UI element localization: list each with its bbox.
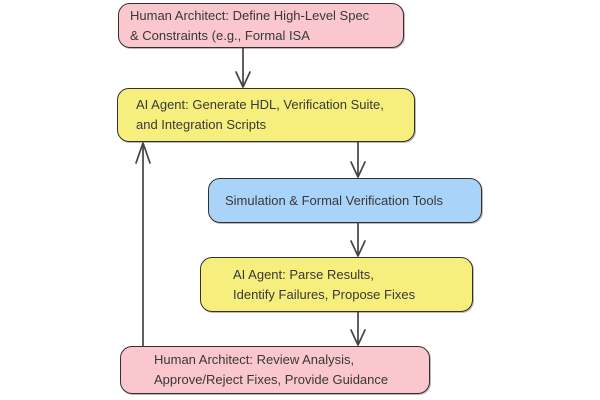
node-label-line: Human Architect: Define High-Level Spec [130, 7, 370, 23]
node-label-line: AI Agent: Parse Results, [233, 266, 374, 282]
arrow-spec-to-generate [235, 47, 251, 88]
node-generate-hdl: AI Agent: Generate HDL, Verification Sui… [117, 88, 415, 142]
node-label-line: Identify Failures, Propose Fixes [233, 286, 416, 302]
node-review-analysis: Human Architect: Review Analysis, Approv… [120, 346, 430, 394]
node-define-spec: Human Architect: Define High-Level Spec … [118, 3, 404, 48]
node-label-line: and Integration Scripts [136, 117, 267, 132]
node-label-line: & Constraints (e.g., Formal ISA [130, 27, 310, 43]
node-label-line: AI Agent: Generate HDL, Verification Sui… [136, 97, 384, 112]
arrow-generate-to-simulate [350, 141, 366, 178]
arrow-review-to-generate-feedback [135, 142, 151, 347]
arrow-parse-to-review [350, 311, 366, 346]
node-parse-results: AI Agent: Parse Results, Identify Failur… [200, 257, 473, 312]
node-simulation-tools: Simulation & Formal Verification Tools [208, 178, 482, 223]
node-label-line: Simulation & Formal Verification Tools [225, 192, 443, 208]
node-label-line: Human Architect: Review Analysis, [154, 352, 355, 367]
arrow-simulate-to-parse [350, 222, 366, 257]
node-label-line: Approve/Reject Fixes, Provide Guidance [154, 372, 389, 387]
